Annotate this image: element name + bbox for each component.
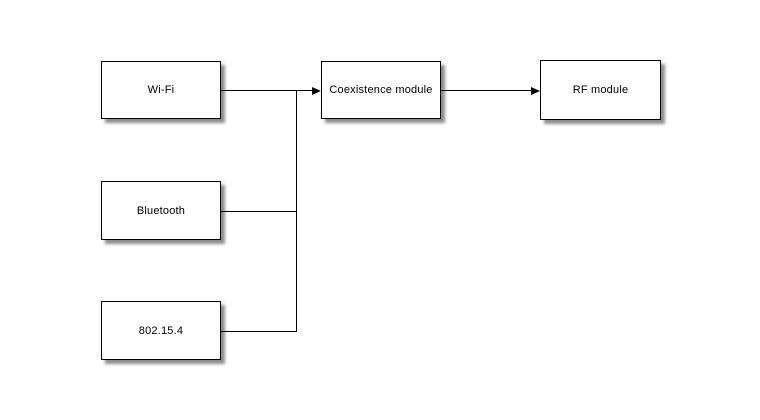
block-rf-module-label: RF module <box>572 84 629 96</box>
block-coexistence-module[interactable]: Coexistence module <box>321 61 441 119</box>
connector-wifi-to-coexistence <box>221 90 313 91</box>
block-bluetooth[interactable]: Bluetooth <box>101 181 221 240</box>
block-802-15-4[interactable]: 802.15.4 <box>101 301 221 360</box>
block-bluetooth-label: Bluetooth <box>136 204 186 217</box>
connector-bluetooth-to-bus <box>221 211 297 212</box>
block-wifi-label: Wi-Fi <box>147 84 175 96</box>
arrowhead-into-coexistence-icon <box>312 86 321 95</box>
arrowhead-into-rf-icon <box>531 86 540 95</box>
connector-zigbee-to-bus <box>221 331 297 332</box>
block-coexistence-module-label: Coexistence module <box>329 84 433 96</box>
connector-coexistence-to-rf <box>441 90 532 91</box>
block-wifi[interactable]: Wi-Fi <box>101 61 221 119</box>
block-802-15-4-label: 802.15.4 <box>138 324 184 337</box>
block-rf-module[interactable]: RF module <box>540 60 661 120</box>
